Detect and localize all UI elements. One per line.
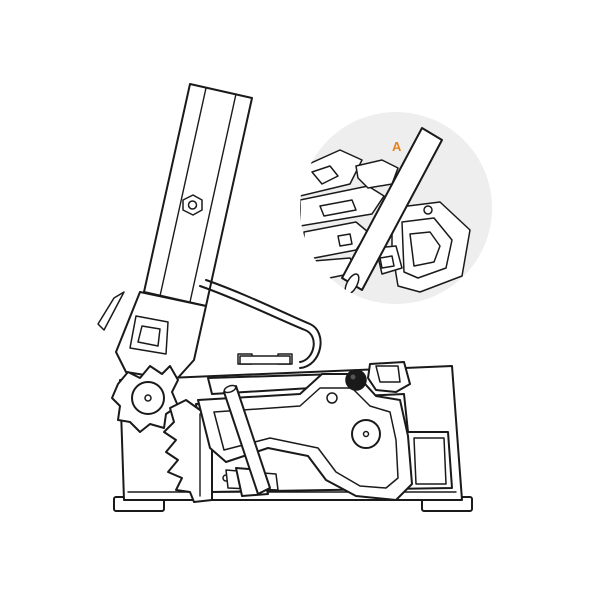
callout-label: A (392, 139, 402, 154)
lever-handle (97, 83, 253, 381)
stop-hook (367, 361, 411, 393)
gear-teeth-icon (111, 365, 179, 433)
detail-callout: A (300, 112, 492, 304)
round-knob-icon (345, 369, 367, 391)
hex-nut-icon (182, 194, 203, 216)
rod-detail (341, 127, 443, 291)
callout-detail-drawing (300, 127, 471, 295)
release-pin (223, 384, 271, 495)
spring-rod (199, 279, 322, 369)
